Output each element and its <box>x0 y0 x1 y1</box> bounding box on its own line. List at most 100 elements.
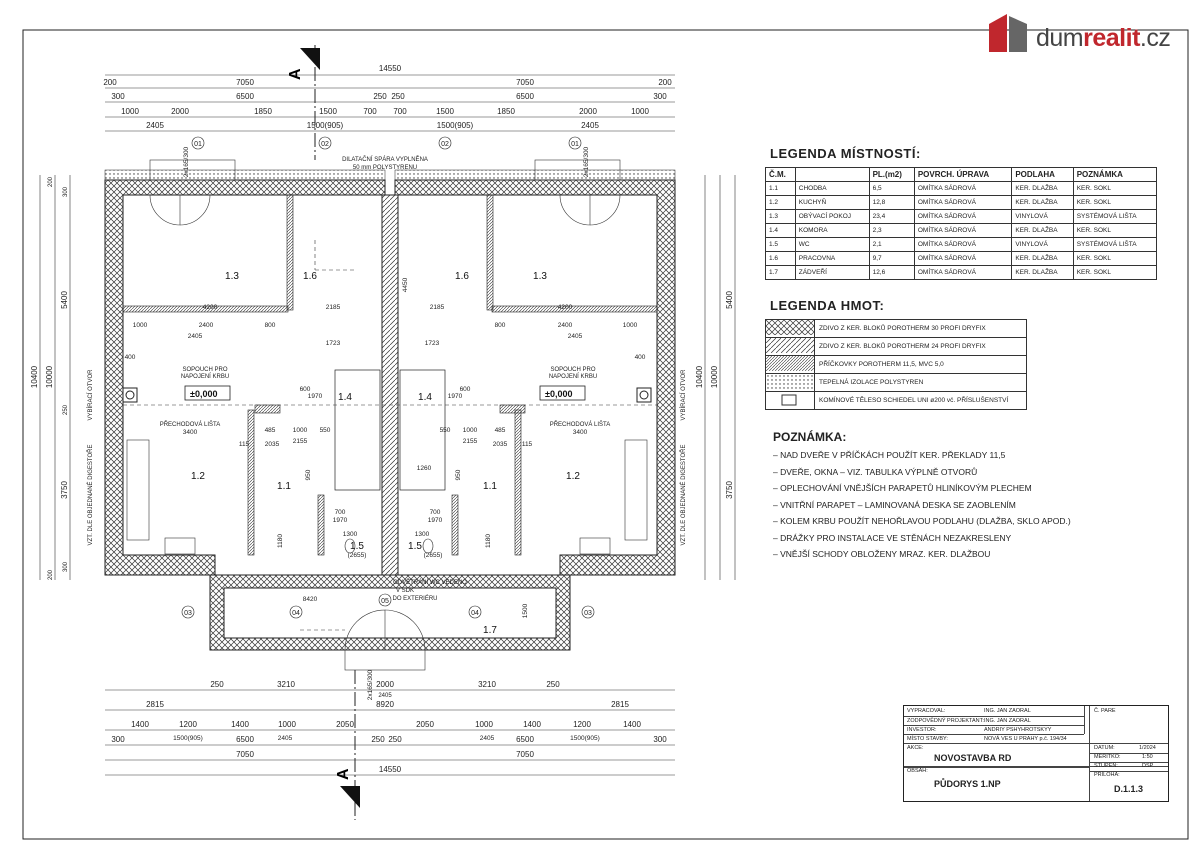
odvetrani-3: DO EXTERIÉRU <box>392 595 437 602</box>
tb-meritko: 1:50 <box>1142 754 1153 760</box>
dim-small-1: 200 <box>48 176 54 187</box>
dim-bot-4d: 2405 <box>278 735 293 742</box>
table-cell: 6,5 <box>868 181 915 196</box>
dim-1723-right: 1723 <box>425 340 440 347</box>
tb-zodp-label: ZODPOVĚDNÝ PROJEKTANT: <box>907 718 984 724</box>
dim-top-1b: 7050 <box>236 78 254 87</box>
top-dimension-lines <box>105 74 675 132</box>
table-cell: KUCHYŇ <box>794 195 870 210</box>
table-cell: SYSTÉMOVÁ LIŠTA <box>1072 237 1158 252</box>
dim-1180-left: 1180 <box>277 534 284 548</box>
tb-datum-label: DATUM: <box>1094 745 1115 751</box>
tb-zodp: ING. JAN ZAORAL <box>984 718 1031 724</box>
brand-highlight: realit <box>1083 24 1140 52</box>
dim-2155-left: 2155 <box>293 438 308 445</box>
dim-4200-right: 4200 <box>558 304 573 311</box>
table-cell: OMÍTKA SÁDROVÁ <box>913 265 1013 280</box>
tb-meritko-label: MĚŘÍTKO: <box>1094 754 1121 760</box>
dim-left-outer: 10400 <box>30 365 39 388</box>
dim-bot-3g: 1000 <box>475 720 493 729</box>
material-label: PŘÍČKOVKY POROTHERM 11,5, MVC 5,0 <box>814 355 1027 374</box>
room-1-5-left: 1.5 <box>350 541 364 552</box>
grid-label-03-right: 03 <box>584 610 592 617</box>
table-cell: OMÍTKA SÁDROVÁ <box>913 209 1013 224</box>
room-1-1-left: 1.1 <box>277 481 291 492</box>
room-1-3-right: 1.3 <box>533 271 547 282</box>
dim-bot-2c: 2815 <box>611 700 629 709</box>
material-label: TEPELNÁ IZOLACE POLYSTYREN <box>814 373 1027 392</box>
table-cell: 12,6 <box>868 265 915 280</box>
dim-small-5: 200 <box>48 569 54 580</box>
dim-left-b: 3750 <box>60 481 69 499</box>
room-1-7: 1.7 <box>483 625 497 636</box>
table-cell: KER. DLAŽBA <box>1011 195 1074 210</box>
table-cell: KER. SOKL <box>1072 265 1158 280</box>
tb-vypracoval: ING. JAN ZAORAL <box>984 708 1031 714</box>
dim-bot-1d: 3210 <box>478 680 496 689</box>
dim-top-3b: 2000 <box>171 107 189 116</box>
dim-800-a: 800 <box>265 322 276 329</box>
materials-legend-title: LEGENDA HMOT: <box>770 298 885 313</box>
dim-top-3e: 700 <box>363 107 377 116</box>
col-header: PL.(m2) <box>868 167 915 182</box>
dim-right-a: 5400 <box>725 291 734 309</box>
table-cell: PRACOVNA <box>794 251 870 266</box>
dim-1000-a: 1000 <box>133 322 148 329</box>
title-block: VYPRACOVAL: ING. JAN ZAORAL ZODPOVĚDNÝ P… <box>903 705 1169 802</box>
material-label: ZDIVO Z KER. BLOKŮ POROTHERM 30 PROFI DR… <box>814 319 1027 338</box>
material-swatch-box <box>765 391 815 410</box>
dim-top-1e: 200 <box>658 78 672 87</box>
tb-investor: ANDRIY PSHYHROTSKYY <box>984 727 1052 733</box>
dim-top-2d: 250 <box>391 92 405 101</box>
stair-note-bottom: 2x165/300 <box>367 669 374 700</box>
sopouch-left-1: SOPOUCH PRO <box>182 367 227 373</box>
dim-2405-b: 2405 <box>568 333 583 340</box>
grid-label-02-right: 02 <box>441 141 449 148</box>
section-mark-bottom: A <box>335 670 360 820</box>
table-cell: ZÁDVEŘÍ <box>794 265 870 280</box>
dim-top-3g: 1500 <box>436 107 454 116</box>
col-header <box>794 167 870 182</box>
dim-bot-4h: 6500 <box>516 735 534 744</box>
dim-bot-3e: 2050 <box>336 720 354 729</box>
dim-3400-left: 3400 <box>183 429 198 436</box>
table-cell: KOMORA <box>794 223 870 238</box>
brand-logo[interactable] <box>985 10 1185 60</box>
dim-top-3i: 2000 <box>579 107 597 116</box>
dim-top-3a: 1000 <box>121 107 139 116</box>
room-1-2-left: 1.2 <box>191 471 205 482</box>
dim-950-right: 950 <box>455 469 462 480</box>
notes-title: POZNÁMKA: <box>773 430 847 444</box>
brand-wordmark[interactable]: dumrealit.cz <box>1036 24 1171 53</box>
dim-top-4d: 2405 <box>581 121 599 130</box>
col-header: POVRCH. ÚPRAVA <box>913 167 1013 182</box>
table-cell: 1.4 <box>765 223 796 238</box>
vzt-right: VZT. DLE OBJEDNANÉ DIGESTOŘE <box>679 445 687 546</box>
dim-bot-3a: 1400 <box>131 720 149 729</box>
dim-bot-3c: 1400 <box>231 720 249 729</box>
side-dimension-lines <box>39 175 736 580</box>
level-mark-right: ±0,000 <box>545 389 572 399</box>
level-mark-left: ±0,000 <box>190 389 217 399</box>
dim-2185-left: 2185 <box>326 304 341 311</box>
table-cell: KER. SOKL <box>1072 195 1158 210</box>
rooms-header-row: Č.M. PL.(m2) POVRCH. ÚPRAVA PODLAHA POZN… <box>765 167 1158 182</box>
room-1-6-right: 1.6 <box>455 271 469 282</box>
grid-label-04-left: 04 <box>292 610 300 617</box>
table-cell: KER. SOKL <box>1072 223 1158 238</box>
tb-misto-label: MÍSTO STAVBY: <box>907 736 948 742</box>
table-cell: 1.1 <box>765 181 796 196</box>
dim-bot-4j: 300 <box>653 735 667 744</box>
list-item: TEPELNÁ IZOLACE POLYSTYREN <box>765 373 1027 392</box>
tb-akce-label: AKCE: <box>907 745 924 751</box>
tb-stupen: DSP <box>1142 763 1154 769</box>
list-item: PŘÍČKOVKY POROTHERM 11,5, MVC 5,0 <box>765 355 1027 374</box>
note-item: – OPLECHOVÁNÍ VNĚJŠÍCH PARAPETŮ HLINÍKOV… <box>773 483 1032 493</box>
dim-8420: 8420 <box>303 596 318 603</box>
dim-bot-3d: 1000 <box>278 720 296 729</box>
dim-top-4a: 2405 <box>146 121 164 130</box>
